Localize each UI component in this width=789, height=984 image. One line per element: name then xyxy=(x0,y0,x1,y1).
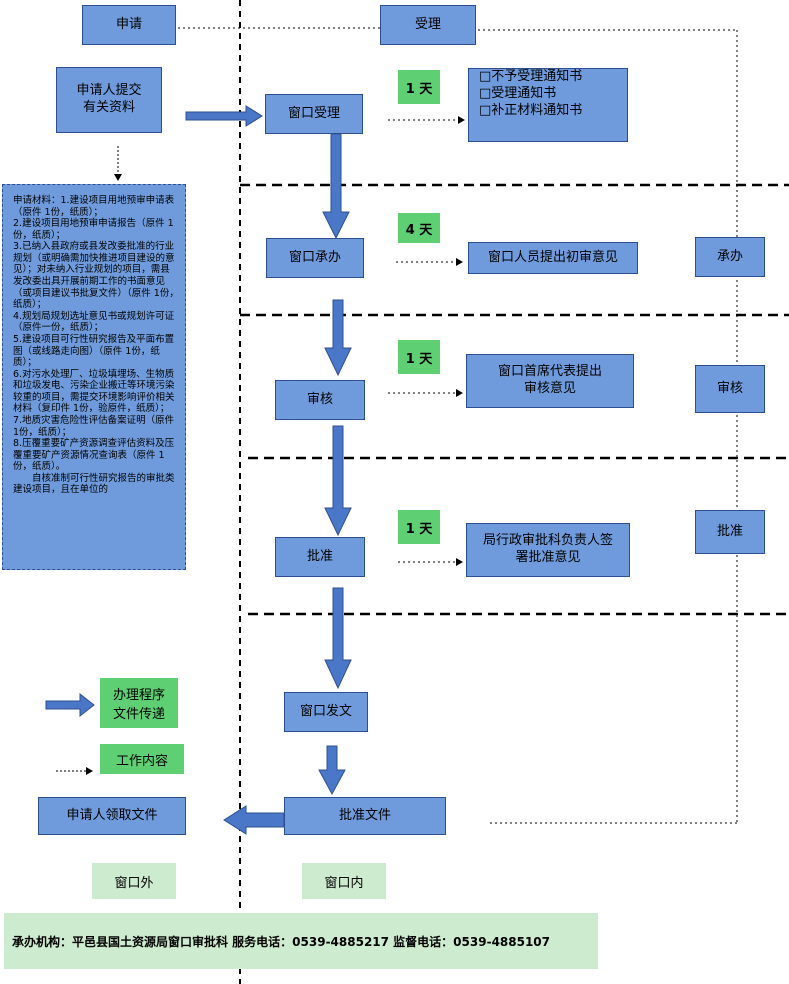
notice-item: □补正材料通知书 xyxy=(479,102,583,118)
arrow-down xyxy=(322,133,350,240)
arrow-down xyxy=(324,425,352,537)
step-window-issue: 窗口发文 xyxy=(284,692,368,732)
material-item: 3.已纳入县政府或县发改委批准的行业规划（或明确需加快推进项目建设的意见）；对未… xyxy=(13,241,179,311)
notice-item: □不予受理通知书 xyxy=(479,69,583,84)
arrow-down xyxy=(324,587,352,690)
step-review: 审核 xyxy=(275,380,365,420)
material-item: 自核准制可行性研究报告的审批类建设项目，且在单位的 xyxy=(13,472,175,496)
duration-badge: 1 天 xyxy=(398,510,440,544)
notice-item: □受理通知书 xyxy=(479,85,557,101)
arrow-left xyxy=(223,805,285,835)
materials-list: 申请材料：1.建设项目用地预审申请表（原件 1份，纸质）； 2.建设项目用地预审… xyxy=(2,184,186,570)
header-accept: 受理 xyxy=(380,5,476,45)
material-item: 4.规划局规划选址意见书或规划许可证（原件一份，纸质）； xyxy=(13,310,175,334)
legend-work: 工作内容 xyxy=(100,744,184,774)
stage-label-review: 审核 xyxy=(695,365,765,413)
arrow-down xyxy=(318,745,346,796)
notice-list: □不予受理通知书 □受理通知书 □补正材料通知书 xyxy=(468,68,628,142)
zone-outside: 窗口外 xyxy=(92,863,176,899)
stage-label-approve: 批准 xyxy=(695,510,765,554)
header-apply: 申请 xyxy=(82,5,176,45)
work-undertake: 窗口人员提出初审意见 xyxy=(468,242,638,274)
step-approve: 批准 xyxy=(275,537,365,577)
duration-badge: 1 天 xyxy=(398,340,440,374)
work-approve: 局行政审批科负责人签 署批准意见 xyxy=(466,523,630,577)
legend-flow: 办理程序 文件传递 xyxy=(100,678,178,728)
legend-arrow xyxy=(45,692,95,718)
duration-badge: 4 天 xyxy=(398,213,440,243)
material-item: 5.建设项目可行性研究报告及平面布置图（或线路走向图）（原件 1份，纸质）； xyxy=(13,333,175,369)
footer-contact: 承办机构：平邑县国土资源局窗口审批科 服务电话：0539-4885217 监督电… xyxy=(4,913,598,969)
stage-label-undertake: 承办 xyxy=(695,237,765,277)
duration-badge: 1 天 xyxy=(398,70,440,104)
material-item: 8.压覆重要矿产资源调查评估资料及压覆重要矿产资源情况查询表（原件 1份，纸质）… xyxy=(13,438,175,473)
material-item: 6.对污水处理厂、垃圾填埋场、生物质和垃圾发电、污染企业搬迁等环境污染较重的项目… xyxy=(13,368,175,415)
step-window-undertake: 窗口承办 xyxy=(266,238,364,278)
step-approval-doc: 批准文件 xyxy=(284,797,446,835)
applicant-submit-box: 申请人提交 有关资料 xyxy=(56,67,162,133)
material-item: 申请材料：1.建设项目用地预审申请表（原件 1份，纸质）； xyxy=(13,195,175,218)
arrow-down xyxy=(324,299,352,377)
arrow-right xyxy=(185,105,263,127)
material-item: 7.地质灾害危险性评估备案证明（原件 1份，纸质）； xyxy=(13,414,175,438)
step-applicant-collect: 申请人领取文件 xyxy=(38,797,186,835)
zone-inside: 窗口内 xyxy=(302,863,386,899)
material-item: 2.建设项目用地预审申请报告（原件 1份，纸质）； xyxy=(13,218,174,241)
step-window-accept: 窗口受理 xyxy=(265,94,363,134)
work-review: 窗口首席代表提出 审核意见 xyxy=(466,354,634,408)
